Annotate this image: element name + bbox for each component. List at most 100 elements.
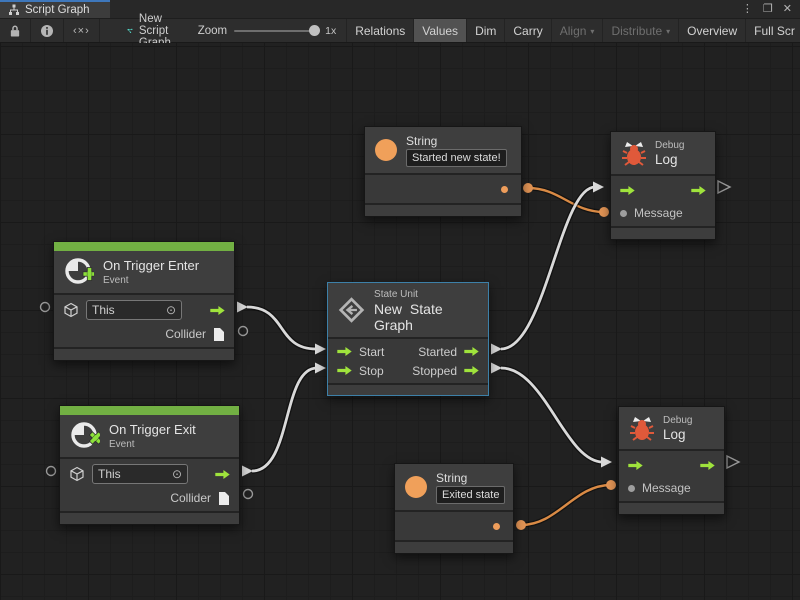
code-icon: ‹×› — [73, 24, 90, 37]
chevron-down-icon: ▾ — [590, 27, 595, 36]
string-value-input[interactable]: Started new state! — [406, 148, 507, 167]
string-literal-icon — [405, 476, 427, 498]
flow-input-port[interactable] — [337, 347, 352, 356]
tab-bar: Script Graph ⋮ ❐ ✕ — [0, 0, 800, 19]
toolbar-button-relations[interactable]: Relations — [347, 19, 415, 42]
wire-state-stopped-to-debug-bottom[interactable] — [491, 362, 612, 468]
flow-output-port[interactable] — [464, 366, 479, 375]
event-header-strip — [54, 242, 234, 251]
port-trigger-enter-left[interactable] — [39, 301, 51, 313]
toolbar-button-fullscreen[interactable]: Full Scr — [754, 23, 795, 38]
target-picker-icon[interactable]: ⊙ — [165, 303, 176, 317]
flow-output-port[interactable] — [691, 185, 706, 195]
state-unit-icon — [338, 297, 365, 323]
bug-icon — [630, 417, 654, 441]
flow-input-port[interactable] — [620, 185, 635, 195]
node-string-top[interactable]: String Started new state! — [364, 126, 522, 217]
graph-canvas[interactable]: String Started new state! Deb — [0, 43, 800, 600]
node-footer — [619, 503, 724, 514]
zoom-label: Zoom — [197, 24, 228, 37]
value-output-port[interactable] — [501, 185, 508, 193]
node-title: String — [436, 470, 468, 485]
cube-icon — [70, 466, 84, 482]
zoom-slider[interactable] — [234, 25, 321, 36]
wire-string-bottom-to-debug-bottom[interactable] — [516, 480, 616, 530]
port-debug-top-flow-out[interactable] — [717, 179, 732, 195]
node-debug-log-top[interactable]: Debug Log Message — [610, 131, 716, 240]
node-title: On Trigger Exit — [109, 421, 196, 437]
node-on-trigger-exit[interactable]: On Trigger Exit Event This ⊙ — [59, 405, 240, 525]
string-value-input[interactable]: Exited state — [436, 485, 506, 504]
zoom-slider-handle[interactable] — [309, 25, 321, 36]
collider-doc-icon[interactable] — [218, 491, 230, 506]
event-icon — [71, 422, 100, 448]
port-label: Message — [642, 481, 691, 495]
cube-icon — [64, 302, 78, 318]
value-input-port[interactable] — [628, 484, 635, 492]
bug-icon — [622, 142, 646, 166]
x-badge-icon — [88, 431, 100, 445]
inspect-button[interactable] — [31, 19, 64, 42]
node-title: Log — [655, 151, 678, 167]
code-preview-button[interactable]: ‹×› — [64, 19, 100, 42]
flow-output-port[interactable] — [464, 347, 479, 356]
value-input-port[interactable] — [620, 209, 627, 217]
tab-bar-spacer — [110, 0, 742, 18]
target-object-dropdown[interactable]: This ⊙ — [92, 464, 188, 484]
tab-script-graph[interactable]: Script Graph — [0, 0, 110, 18]
event-icon — [65, 258, 94, 284]
maximize-icon[interactable]: ❐ — [762, 2, 773, 15]
close-icon[interactable]: ✕ — [782, 2, 792, 15]
chevron-down-icon: ▾ — [666, 27, 671, 36]
target-picker-icon[interactable]: ⊙ — [171, 467, 182, 481]
zoom-value: 1x — [325, 24, 337, 37]
toolbar-button-overview[interactable]: Overview — [679, 19, 747, 42]
toolbar-button-dim[interactable]: Dim — [467, 19, 506, 42]
toolbar-button-distribute[interactable]: Distribute ▾ — [603, 19, 680, 42]
node-title: Log — [663, 426, 686, 442]
node-subtitle: Debug — [663, 414, 693, 426]
wire-string-top-to-debug-top[interactable] — [523, 183, 609, 217]
plus-badge-icon — [82, 267, 94, 281]
toolbar-button-values[interactable]: Values — [414, 19, 468, 42]
port-label: Stop — [359, 363, 384, 378]
node-footer — [365, 205, 521, 216]
flow-output-port[interactable] — [700, 460, 715, 470]
port-trigger-exit-left[interactable] — [45, 465, 57, 477]
flow-input-port[interactable] — [628, 460, 643, 470]
node-subtitle: State Unit — [374, 288, 418, 300]
window-menu-icon[interactable]: ⋮ — [741, 2, 753, 15]
node-debug-log-bottom[interactable]: Debug Log Message — [618, 406, 725, 515]
event-header-strip — [60, 406, 239, 415]
flow-output-port[interactable] — [215, 469, 230, 479]
port-trigger-enter-collider[interactable] — [237, 325, 249, 337]
wire-trigger-enter-to-state-start[interactable] — [237, 301, 326, 355]
value-output-port[interactable] — [493, 522, 500, 530]
string-literal-icon — [375, 139, 397, 161]
port-label: Collider — [170, 491, 211, 505]
node-string-bottom[interactable]: String Exited state — [394, 463, 514, 554]
node-title: New State Graph — [374, 300, 443, 333]
node-title: String — [406, 133, 438, 148]
port-trigger-exit-collider[interactable] — [242, 488, 254, 500]
toolbar-button-align[interactable]: Align ▾ — [552, 19, 604, 42]
collider-doc-icon[interactable] — [213, 327, 225, 342]
lock-button[interactable] — [0, 19, 31, 42]
toolbar-button-carry[interactable]: Carry — [505, 19, 552, 42]
wire-trigger-exit-to-state-stop[interactable] — [242, 362, 326, 477]
node-state-unit[interactable]: State Unit New State Graph Start Started — [327, 282, 489, 396]
port-label: Stopped — [412, 363, 457, 378]
node-subtitle: Debug — [655, 139, 685, 151]
graph-breadcrumb[interactable]: New Script Graph — [118, 13, 188, 49]
port-label: Started — [418, 344, 457, 359]
node-on-trigger-enter[interactable]: On Trigger Enter Event This ⊙ — [53, 241, 235, 361]
graph-toolbar: ‹×› New Script Graph Zoom 1x Relations V… — [0, 13, 800, 49]
node-footer — [328, 385, 488, 395]
port-debug-bottom-flow-out[interactable] — [726, 454, 741, 470]
target-object-dropdown[interactable]: This ⊙ — [86, 300, 182, 320]
flow-input-port[interactable] — [337, 366, 352, 375]
flow-output-port[interactable] — [210, 305, 225, 315]
port-label: Message — [634, 206, 683, 220]
port-label: Collider — [165, 327, 206, 341]
